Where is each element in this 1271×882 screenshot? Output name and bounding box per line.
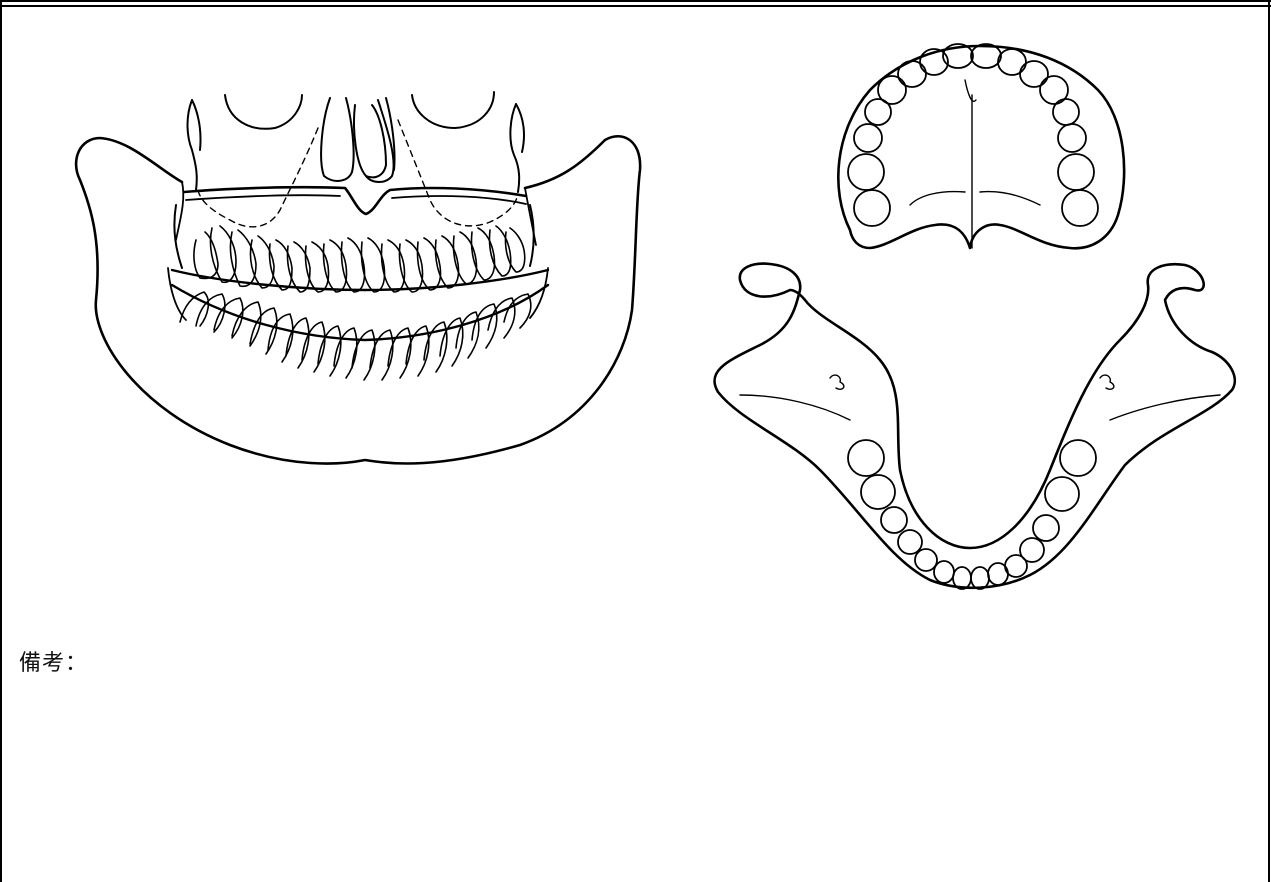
maxilla-line-2	[186, 195, 340, 200]
left-ramus-inner	[176, 182, 183, 240]
mylohyoid-left	[740, 395, 850, 420]
left-skull-side2	[192, 100, 201, 150]
upper-occlusal-curve	[172, 270, 548, 290]
palate-ridge-right	[980, 192, 1040, 205]
incisive-papilla	[965, 80, 976, 101]
lower-occlusal-curve	[172, 285, 548, 340]
lower-teeth	[180, 292, 531, 380]
lingual-left	[830, 375, 844, 389]
lower-arch-teeth	[848, 440, 1096, 589]
left-dashed-sinus	[198, 128, 318, 227]
maxilla-line-3	[392, 196, 526, 204]
lower-arch-occlusal-diagram	[714, 264, 1234, 589]
left-skull-side	[188, 100, 197, 190]
lingual-right	[1100, 375, 1114, 389]
right-orbit	[412, 92, 494, 128]
mandible-outline	[76, 136, 640, 463]
lower-arch-outline	[714, 264, 1234, 588]
upper-arch-outline	[838, 46, 1124, 248]
right-skull-side	[510, 104, 519, 192]
mylohyoid-right	[1110, 395, 1220, 420]
remarks-label: 備考：	[19, 645, 88, 677]
lower-arch-curve-r	[530, 268, 548, 318]
nasal-left	[321, 98, 353, 181]
right-skull-side2	[516, 104, 524, 152]
palate-ridge-left	[910, 192, 965, 205]
upper-arch-teeth	[848, 44, 1098, 226]
nasal-mid-left	[354, 105, 386, 177]
frontal-jaw-diagram	[76, 92, 640, 464]
right-dashed-sinus	[398, 120, 518, 226]
left-orbit	[225, 95, 302, 129]
maxilla-line	[184, 187, 526, 214]
upper-arch-occlusal-diagram	[838, 44, 1124, 248]
